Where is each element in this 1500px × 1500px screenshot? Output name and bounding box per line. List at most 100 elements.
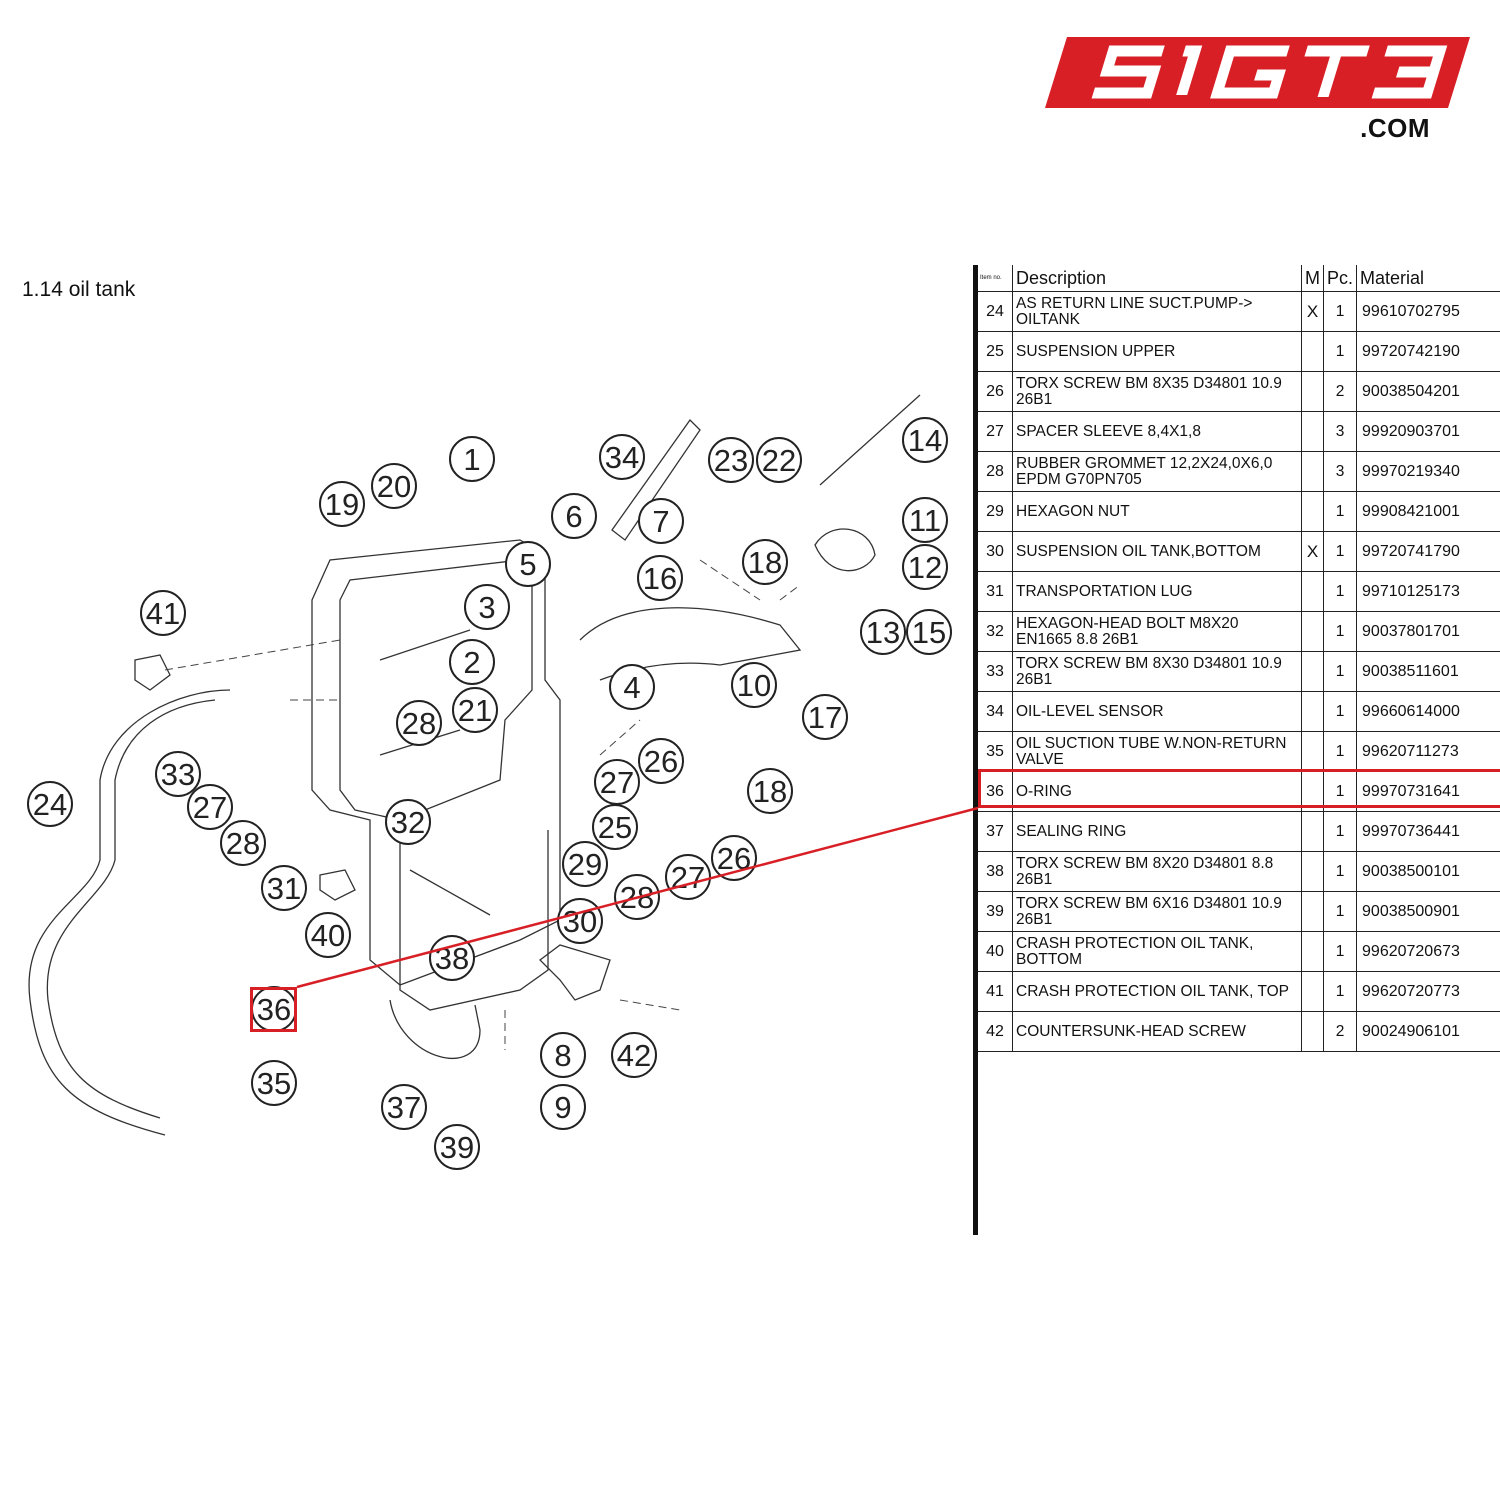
material-cell: 99660614000 [1356, 691, 1500, 732]
svg-text:32: 32 [391, 805, 425, 840]
callout-9: 9 [540, 1084, 586, 1130]
item-no-cell: 42 [978, 1011, 1013, 1052]
callout-41: 41 [140, 590, 186, 636]
svg-text:5: 5 [519, 547, 536, 582]
svg-text:3: 3 [478, 590, 495, 625]
callout-40: 40 [305, 912, 351, 958]
m-cell [1301, 851, 1324, 892]
header-description: Description [1012, 265, 1302, 292]
m-cell [1301, 811, 1324, 852]
description-cell: TORX SCREW BM 8X20 D34801 8.8 26B1 [1012, 851, 1302, 892]
callout-10: 10 [731, 662, 777, 708]
m-cell [1301, 931, 1324, 972]
callout-5: 5 [505, 541, 551, 587]
pc-cell: 1 [1323, 731, 1358, 772]
header-pc: Pc. [1323, 265, 1358, 292]
pc-cell: 1 [1323, 891, 1358, 932]
m-cell [1301, 371, 1324, 412]
description-cell: AS RETURN LINE SUCT.PUMP-> OILTANK [1012, 291, 1302, 332]
description-cell: TORX SCREW BM 6X16 D34801 10.9 26B1 [1012, 891, 1302, 932]
material-cell: 99620720673 [1356, 931, 1500, 972]
svg-text:17: 17 [808, 700, 842, 735]
svg-text:16: 16 [643, 561, 677, 596]
callout-13: 13 [860, 609, 906, 655]
exploded-diagram: 1 2 3 4 5 6 7 8 9 10 11 12 13 15 14 16 1… [27, 394, 952, 1170]
item-no-cell: 40 [978, 931, 1013, 972]
svg-text:34: 34 [605, 440, 639, 475]
callout-4: 4 [609, 664, 655, 710]
m-cell [1301, 731, 1324, 772]
svg-text:26: 26 [644, 744, 678, 779]
pc-cell: 2 [1323, 1011, 1358, 1052]
m-cell [1301, 331, 1324, 372]
callout-39: 39 [434, 1124, 480, 1170]
header-material: Material [1356, 265, 1500, 292]
callout-26b: 26 [711, 835, 757, 881]
description-cell: RUBBER GROMMET 12,2X24,0X6,0 EPDM G70PN7… [1012, 451, 1302, 492]
pc-cell: 1 [1323, 331, 1358, 372]
svg-text:26: 26 [717, 841, 751, 876]
material-cell: 90024906101 [1356, 1011, 1500, 1052]
description-cell: TORX SCREW BM 8X35 D34801 10.9 26B1 [1012, 371, 1302, 412]
material-cell: 90037801701 [1356, 611, 1500, 652]
filler-cap [814, 528, 876, 572]
m-cell [1301, 1011, 1324, 1052]
callout-19: 19 [319, 481, 365, 527]
svg-text:25: 25 [598, 810, 632, 845]
brand-logo: .COM [1045, 35, 1470, 145]
bracket [539, 944, 611, 1001]
svg-text:28: 28 [402, 706, 436, 741]
callout-20: 20 [371, 463, 417, 509]
pc-cell: 1 [1323, 811, 1358, 852]
m-cell [1301, 491, 1324, 532]
m-cell [1301, 771, 1324, 812]
table-divider [973, 265, 978, 1235]
logo-mark [1045, 37, 1470, 108]
item-no-cell: 30 [978, 531, 1013, 572]
callout-2: 2 [449, 639, 495, 685]
callout-18b: 18 [747, 768, 793, 814]
description-cell: CRASH PROTECTION OIL TANK, BOTTOM [1012, 931, 1302, 972]
pc-cell: 1 [1323, 931, 1358, 972]
callout-37: 37 [381, 1084, 427, 1130]
svg-text:19: 19 [325, 487, 359, 522]
callout-25: 25 [592, 804, 638, 850]
suction-elbow [579, 607, 802, 681]
pc-cell: 3 [1323, 451, 1358, 492]
m-cell: X [1301, 531, 1324, 572]
item-no-cell: 32 [978, 611, 1013, 652]
crash-protection-top [134, 654, 171, 691]
description-cell: OIL SUCTION TUBE W.NON-RETURN VALVE [1012, 731, 1302, 772]
svg-text:40: 40 [311, 918, 345, 953]
callout-38: 38 [429, 935, 475, 981]
m-cell [1301, 571, 1324, 612]
highlight-callout-36 [250, 987, 297, 1032]
item-no-cell: 29 [978, 491, 1013, 532]
svg-text:1: 1 [463, 442, 480, 477]
return-line-hose [28, 689, 231, 1136]
item-no-cell: 27 [978, 411, 1013, 452]
section-title: 1.14 oil tank [22, 278, 136, 301]
callout-29: 29 [562, 841, 608, 887]
description-cell: SUSPENSION OIL TANK,BOTTOM [1012, 531, 1302, 572]
item-no-cell: 25 [978, 331, 1013, 372]
callout-15: 15 [906, 609, 952, 655]
svg-text:6: 6 [565, 499, 582, 534]
svg-text:2: 2 [463, 645, 480, 680]
svg-text:8: 8 [554, 1038, 571, 1073]
svg-text:24: 24 [33, 787, 67, 822]
svg-text:22: 22 [762, 443, 796, 478]
svg-text:18: 18 [753, 774, 787, 809]
logo-domain: .COM [1360, 113, 1430, 143]
callout-8: 8 [540, 1032, 586, 1078]
description-cell: COUNTERSUNK-HEAD SCREW [1012, 1011, 1302, 1052]
callout-30: 30 [557, 898, 603, 944]
callout-12: 12 [902, 544, 948, 590]
